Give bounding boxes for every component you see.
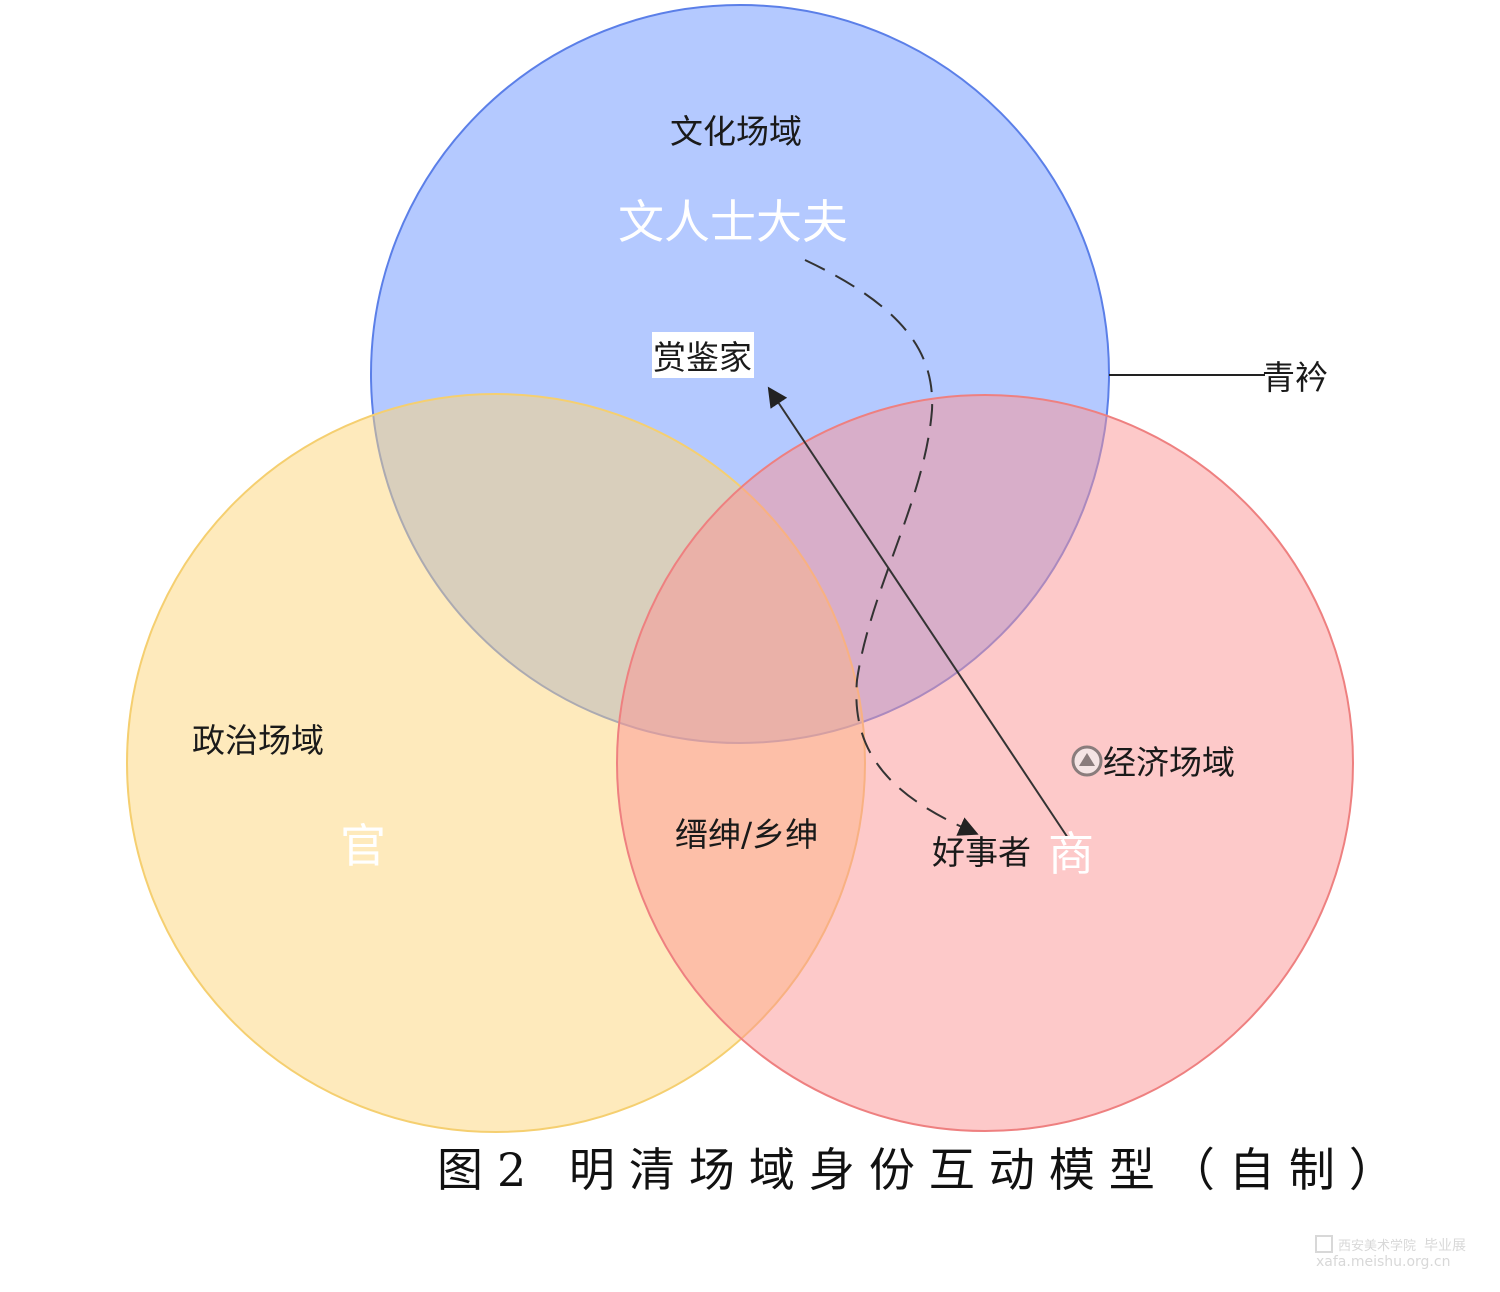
economy-role-label: 商: [1048, 827, 1094, 881]
svg-text:xafa.meishu.org.cn: xafa.meishu.org.cn: [1316, 1254, 1450, 1270]
connoisseur-label: 赏鉴家: [653, 338, 752, 377]
gentry-label: 缙绅/乡绅: [675, 815, 818, 854]
politics-field-label: 政治场域: [192, 721, 324, 760]
culture-role-label: 文人士大夫: [618, 195, 848, 249]
up-triangle-circle-icon: [1071, 745, 1103, 777]
scholar-label: 青衿: [1262, 358, 1328, 397]
culture-field-label: 文化场域: [670, 112, 802, 151]
watermark: 西安美术学院 毕业展 xafa.meishu.org.cn: [1315, 1235, 1466, 1270]
politics-role-label: 官: [340, 819, 386, 873]
economy-field-label: 经济场域: [1103, 743, 1235, 782]
connoisseur-label-bg: [652, 332, 754, 378]
scholar-to-amateur-dashed-arrow: [804, 259, 979, 836]
amateur-to-connoisseur-arrow: [767, 386, 1069, 839]
svg-text:西安美术学院: 西安美术学院: [1338, 1238, 1416, 1254]
figure-caption: 图2 明清场域身份互动模型（自制）: [437, 1143, 1409, 1197]
amateur-label: 好事者: [932, 833, 1031, 872]
svg-text:毕业展: 毕业展: [1424, 1238, 1466, 1254]
economy-field-circle: [616, 394, 1354, 1132]
